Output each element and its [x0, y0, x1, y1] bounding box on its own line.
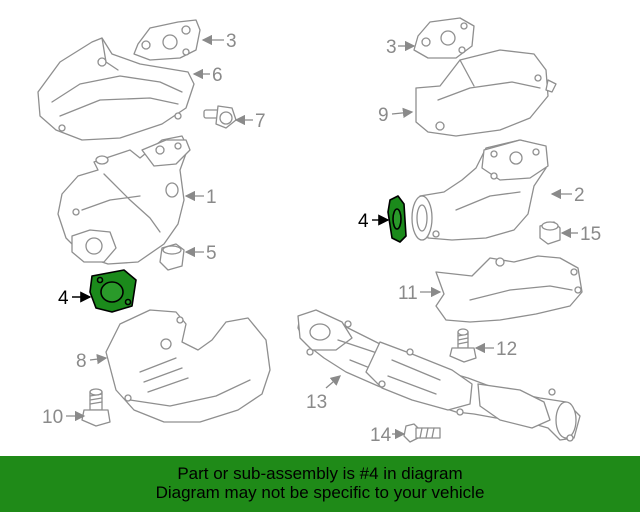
part-8-heat-shield-lower[interactable] [105, 309, 271, 423]
svg-text:6: 6 [212, 65, 223, 86]
notice-banner: Part or sub-assembly is #4 in diagram Di… [0, 456, 640, 512]
callout-7: 7 [234, 111, 266, 132]
svg-text:3: 3 [226, 31, 237, 52]
svg-text:8: 8 [76, 351, 87, 372]
svg-text:15: 15 [580, 224, 601, 245]
part-14-bolt[interactable] [403, 423, 441, 443]
svg-text:1: 1 [206, 187, 217, 208]
svg-text:7: 7 [255, 111, 266, 132]
callout-6: 6 [192, 65, 223, 86]
svg-text:3: 3 [386, 37, 397, 58]
callout-4-left: 4 [58, 288, 92, 309]
svg-text:10: 10 [42, 407, 63, 428]
part-2-exhaust-manifold[interactable] [411, 139, 549, 241]
part-9-heat-insulator[interactable] [415, 49, 557, 137]
part-1-exhaust-manifold[interactable] [57, 135, 191, 265]
callout-10: 10 [42, 407, 86, 428]
callout-2: 2 [550, 185, 585, 206]
callout-15: 15 [560, 224, 601, 245]
svg-text:5: 5 [206, 243, 217, 264]
svg-text:9: 9 [378, 105, 389, 126]
callout-11: 11 [398, 283, 442, 304]
part-11-heat-shield[interactable] [435, 255, 583, 323]
part-5-nut[interactable] [159, 243, 185, 271]
callout-8: 8 [76, 351, 108, 372]
part-12-bolt[interactable] [449, 328, 477, 363]
parts-diagram: 3 6 7 1 5 4 8 10 3 9 2 4 [37, 17, 601, 446]
svg-text:12: 12 [496, 339, 517, 360]
callout-3-right: 3 [386, 37, 416, 58]
svg-text:4: 4 [358, 211, 369, 232]
svg-text:11: 11 [398, 283, 418, 304]
callout-9: 9 [378, 105, 414, 126]
svg-text:14: 14 [370, 425, 392, 446]
part-7-bolt[interactable] [203, 105, 237, 129]
banner-line-1: Part or sub-assembly is #4 in diagram [177, 464, 463, 483]
part-3-gasket-left[interactable] [133, 19, 201, 61]
banner-line-2: Diagram may not be specific to your vehi… [155, 483, 485, 502]
part-3-gasket-right[interactable] [413, 17, 475, 59]
callout-3-left: 3 [201, 31, 237, 52]
part-6-heat-shield-upper[interactable] [37, 37, 195, 141]
part-4-gasket-right[interactable] [387, 195, 407, 243]
callout-14: 14 [370, 425, 406, 446]
callout-13: 13 [306, 375, 341, 413]
part-13-exhaust-pipe[interactable] [297, 309, 581, 442]
svg-text:13: 13 [306, 392, 327, 413]
callout-12: 12 [474, 339, 517, 360]
callout-1: 1 [184, 187, 217, 208]
svg-text:2: 2 [574, 185, 585, 206]
part-15-nut[interactable] [539, 221, 561, 245]
callout-5: 5 [184, 243, 217, 264]
part-4-gasket-left[interactable] [89, 269, 137, 313]
callout-4-right: 4 [358, 211, 390, 232]
svg-text:4: 4 [58, 288, 69, 309]
part-10-bolt[interactable] [81, 388, 111, 427]
